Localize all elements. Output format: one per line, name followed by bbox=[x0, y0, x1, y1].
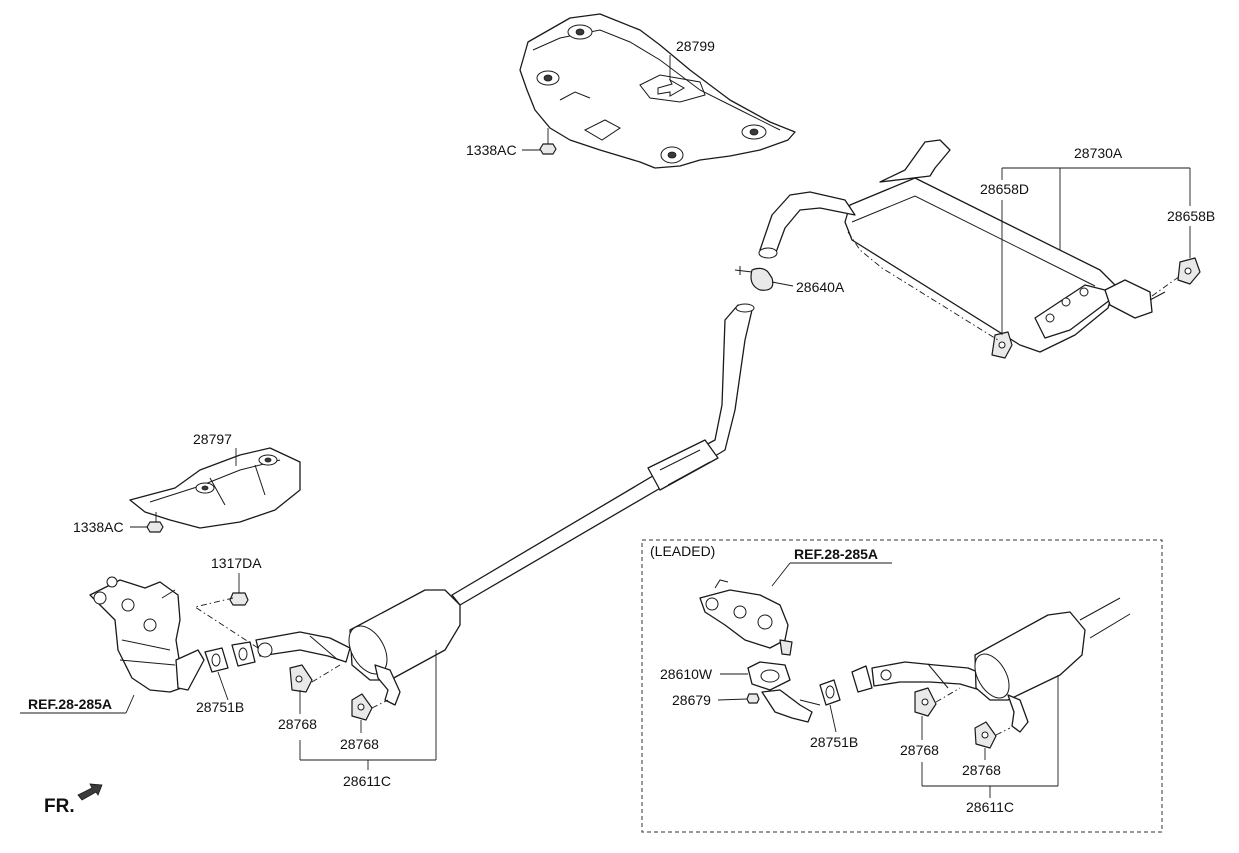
label-28730A: 28730A bbox=[1074, 145, 1123, 161]
label-28751B-leaded: 28751B bbox=[810, 734, 858, 750]
clamp bbox=[734, 266, 774, 291]
upper-nut bbox=[539, 128, 557, 155]
label-28679: 28679 bbox=[672, 692, 711, 708]
bolt-1317DA bbox=[229, 573, 249, 606]
front-direction-indicator bbox=[77, 783, 103, 801]
label-fr: FR. bbox=[44, 796, 75, 817]
label-28797: 28797 bbox=[193, 431, 232, 447]
upper-heat-shield bbox=[519, 13, 796, 169]
intermediate-pipe bbox=[451, 303, 755, 606]
hanger-right-rubber bbox=[1177, 257, 1201, 285]
front-pipe bbox=[255, 631, 401, 706]
label-28658B: 28658B bbox=[1167, 208, 1215, 224]
leader-lines bbox=[20, 55, 1191, 798]
label-28768-b2: 28768 bbox=[962, 762, 1001, 778]
leaded-front-pipe bbox=[851, 661, 986, 693]
label-28768-a1: 28768 bbox=[278, 716, 317, 732]
leaded-flange-pipe bbox=[761, 689, 821, 723]
label-1317DA: 1317DA bbox=[211, 555, 262, 571]
leaded-variant-box bbox=[641, 539, 1163, 833]
rear-muffler bbox=[758, 139, 1166, 353]
label-28768-a2: 28768 bbox=[340, 736, 379, 752]
label-28658D: 28658D bbox=[980, 181, 1029, 197]
label-28611C-left: 28611C bbox=[343, 773, 391, 789]
front-muffler bbox=[348, 589, 461, 681]
lower-heat-shield bbox=[129, 447, 301, 529]
hanger-a1 bbox=[289, 664, 313, 693]
leaded-muffler bbox=[974, 597, 1131, 733]
label-28751B-left: 28751B bbox=[196, 699, 244, 715]
hanger-left-rubber bbox=[991, 331, 1013, 359]
label-28640A: 28640A bbox=[796, 279, 845, 295]
hanger-a2 bbox=[351, 693, 373, 721]
label-28611C-leaded: 28611C bbox=[966, 799, 1014, 815]
label-ref-leaded: REF.28-285A bbox=[794, 546, 878, 562]
label-1338AC-lower: 1338AC bbox=[73, 519, 124, 535]
leaded-gasket-28751B bbox=[819, 679, 841, 706]
label-1338AC-upper: 1338AC bbox=[466, 142, 517, 158]
gaskets-left bbox=[204, 641, 256, 673]
label-28799: 28799 bbox=[676, 38, 715, 54]
leaded-hanger-b1 bbox=[914, 687, 937, 717]
label-28610W: 28610W bbox=[660, 666, 713, 682]
label-28768-b1: 28768 bbox=[900, 742, 939, 758]
leaded-hanger-b2 bbox=[974, 721, 997, 749]
leaded-nut-28679 bbox=[746, 693, 760, 704]
label-ref-left: REF.28-285A bbox=[28, 696, 112, 712]
catalytic-converter-left bbox=[89, 576, 205, 693]
label-leaded-title: (LEADED) bbox=[650, 543, 715, 559]
leaded-gasket-28610W bbox=[747, 661, 791, 691]
leaded-manifold bbox=[699, 579, 793, 656]
